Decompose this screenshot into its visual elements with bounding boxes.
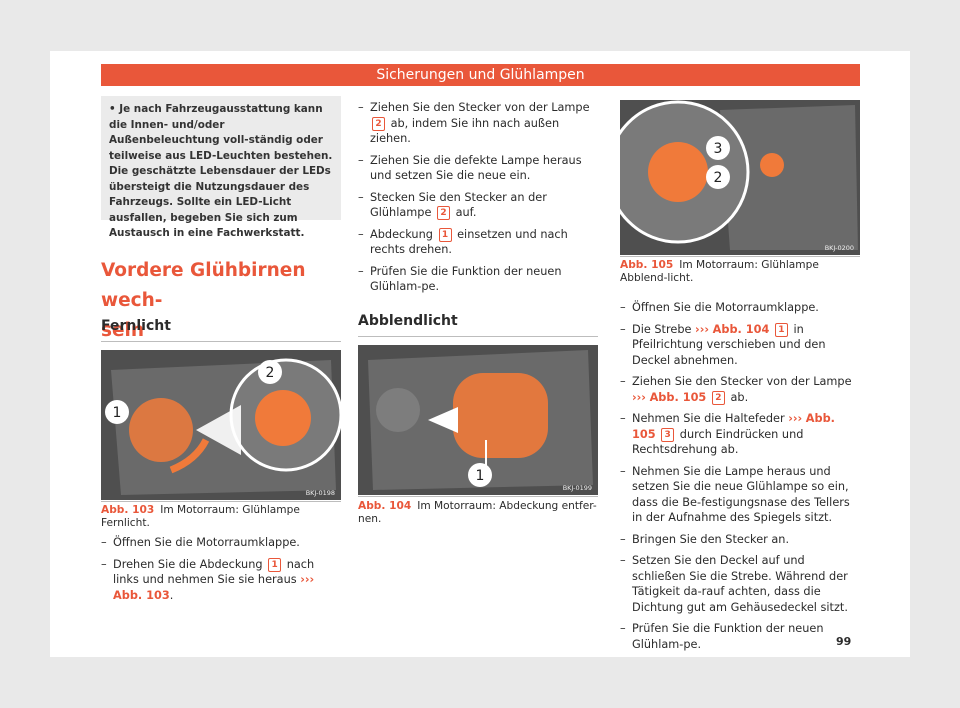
step-text: Prüfen Sie die Funktion der neuen Glühla… <box>632 622 824 651</box>
figure-104: 1 BKJ-0199 <box>358 345 598 495</box>
notice-text: Je nach Fahrzeugausstattung kann die Inn… <box>109 103 333 239</box>
caption-label: Abb. 104 <box>358 500 412 512</box>
step-text: Prüfen Sie die Funktion der neuen Glühla… <box>370 264 562 294</box>
led-notice-box: • Je nach Fahrzeugausstattung kann die I… <box>101 96 341 239</box>
page-header: Sicherungen und Glühlampen <box>101 64 860 86</box>
callout-1: 1 <box>113 405 122 421</box>
step-text: nach links und nehmen Sie sie heraus <box>113 557 315 587</box>
step-text: in Pfeilrichtung verschieben und den Dec… <box>632 322 826 367</box>
ref-arrow: ››› <box>300 573 315 586</box>
callout-2: 2 <box>714 170 723 186</box>
caption-label: Abb. 103 <box>101 504 155 516</box>
caption-text: Im Motorraum: Abdeckung entfer-nen. <box>358 500 597 525</box>
callout-3: 3 <box>714 141 723 157</box>
heading-abblendlicht: Abblendlicht <box>358 313 458 329</box>
step-text: Ziehen Sie die defekte Lampe heraus und … <box>370 153 582 183</box>
step-text: Stecken Sie den Stecker an der Glühlampe <box>370 190 547 220</box>
figure-105: 3 2 BKJ-0200 <box>620 100 860 255</box>
list-item: Bringen Sie den Stecker an. <box>620 532 860 548</box>
section-title: Vordere Glühbirnen wech-seln <box>101 256 341 346</box>
divider <box>358 496 598 497</box>
list-item: Drehen Sie die Abdeckung 1 nach links un… <box>101 557 341 604</box>
figure-103: 1 2 BKJ-0198 <box>101 350 341 500</box>
step-text: Setzen Sie den Deckel auf und schließen … <box>632 554 848 614</box>
ref-arrow: ››› <box>695 322 710 336</box>
list-item: Öffnen Sie die Motorraumklappe. <box>101 535 341 551</box>
callout-badge: 2 <box>711 390 725 405</box>
list-item: Prüfen Sie die Funktion der neuen Glühla… <box>358 264 598 295</box>
page-number: 99 <box>836 635 852 648</box>
callout-badge: 1 <box>268 557 282 572</box>
ref-arrow: ››› <box>788 412 803 425</box>
divider <box>620 256 860 257</box>
step-text: einsetzen und nach rechts drehen. <box>370 227 568 257</box>
steps-col2: Ziehen Sie den Stecker von der Lampe 2 a… <box>358 100 598 301</box>
figure-id: BKJ-0198 <box>305 489 335 497</box>
list-item: Prüfen Sie die Funktion der neuen Glühla… <box>620 621 860 652</box>
list-item: Die Strebe ››› Abb. 104 1 in Pfeilrichtu… <box>620 322 860 369</box>
list-item: Ziehen Sie den Stecker von der Lampe 2 a… <box>358 100 598 147</box>
figure-ref-link[interactable]: Abb. 103 <box>113 588 170 602</box>
callout-badge: 2 <box>372 116 385 131</box>
callout-badge: 3 <box>661 427 675 442</box>
headlight-cover-illustration: 1 <box>358 345 598 495</box>
figure-id: BKJ-0200 <box>824 244 854 252</box>
caption-text: Im Motorraum: Glühlampe Fernlicht. <box>101 504 300 529</box>
steps-fernlicht: Öffnen Sie die Motorraumklappe. Drehen S… <box>101 535 341 609</box>
callout-badge: 1 <box>774 322 788 337</box>
step-text: Bringen Sie den Stecker an. <box>632 532 790 546</box>
list-item: Ziehen Sie die defekte Lampe heraus und … <box>358 153 598 184</box>
list-item: Nehmen Sie die Haltefeder ››› Abb. 105 3… <box>620 411 860 458</box>
step-text: Ziehen Sie den Stecker von der Lampe <box>632 375 852 388</box>
bullet-icon: • <box>109 103 120 115</box>
section-title-line1: Vordere Glühbirnen wech- <box>101 260 306 311</box>
section-title-line2: seln <box>101 320 145 341</box>
list-item: Stecken Sie den Stecker an der Glühlampe… <box>358 190 598 221</box>
heading-fernlicht: Fernlicht <box>101 318 171 334</box>
figure-ref-link[interactable]: Abb. 105 <box>632 412 835 441</box>
callout-1: 1 <box>476 468 485 484</box>
step-text: auf. <box>455 206 477 219</box>
step-text: Öffnen Sie die Motorraumklappe. <box>632 301 819 314</box>
step-text: Öffnen Sie die Motorraumklappe. <box>113 536 300 549</box>
step-text: Drehen Sie die Abdeckung <box>113 557 263 571</box>
caption-label: Abb. 105 <box>620 259 674 271</box>
figure-ref-link[interactable]: Abb. 105 <box>649 390 707 404</box>
step-text: ab, indem Sie ihn nach außen ziehen. <box>370 116 560 146</box>
caption-text: Im Motorraum: Glühlampe Abblend-licht. <box>620 259 819 284</box>
callout-2: 2 <box>266 365 275 381</box>
figure-id: BKJ-0199 <box>562 484 592 492</box>
divider <box>101 501 341 502</box>
headlight-fernlicht-illustration: 1 2 <box>101 350 341 500</box>
step-text: Ziehen Sie den Stecker von der Lampe <box>370 101 590 114</box>
callout-badge: 2 <box>437 206 450 220</box>
list-item: Abdeckung 1 einsetzen und nach rechts dr… <box>358 227 598 258</box>
list-item: Öffnen Sie die Motorraumklappe. <box>620 300 860 316</box>
steps-col3: Öffnen Sie die Motorraumklappe. Die Stre… <box>620 300 860 658</box>
ref-arrow: ››› <box>632 390 646 404</box>
divider <box>358 336 598 337</box>
step-text: Nehmen Sie die Lampe heraus und setzen S… <box>632 464 850 525</box>
step-text: . <box>169 588 174 602</box>
list-item: Setzen Sie den Deckel auf und schließen … <box>620 553 860 615</box>
headlight-bulb-illustration: 3 2 <box>620 100 860 255</box>
step-text: durch Eindrücken und Rechtsdrehung ab. <box>632 427 804 457</box>
step-text: Nehmen Sie die Haltefeder <box>632 412 785 425</box>
step-text: Die Strebe <box>632 322 692 336</box>
list-item: Ziehen Sie den Stecker von der Lampe ›››… <box>620 374 860 405</box>
figure-ref-link[interactable]: Abb. 104 <box>712 322 770 336</box>
list-item: Nehmen Sie die Lampe heraus und setzen S… <box>620 464 860 526</box>
callout-badge: 1 <box>438 227 452 242</box>
step-text: Abdeckung <box>370 227 433 241</box>
divider <box>101 341 341 342</box>
step-text: ab. <box>730 390 749 404</box>
